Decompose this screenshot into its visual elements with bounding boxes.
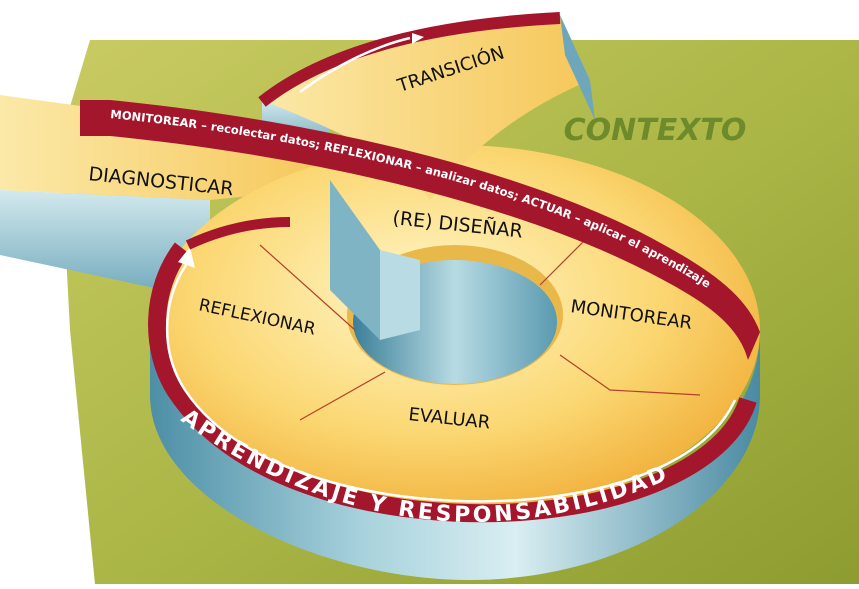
transicion-arrow-line	[299, 36, 411, 94]
inner-band	[185, 217, 291, 250]
redisenar-step-face	[380, 250, 420, 340]
diagnosticar-arm-side	[0, 190, 210, 300]
cycle-arrowhead	[178, 247, 195, 268]
transicion-arrowhead	[412, 33, 424, 44]
process-band	[80, 100, 760, 360]
context-label: CONTEXTO	[564, 113, 747, 148]
cycle-arrow-line	[165, 264, 737, 503]
redisenar-step-wall	[330, 180, 380, 340]
cycle-band	[148, 242, 757, 523]
ring-wall	[150, 300, 760, 580]
transicion-arm-edge	[560, 15, 595, 120]
